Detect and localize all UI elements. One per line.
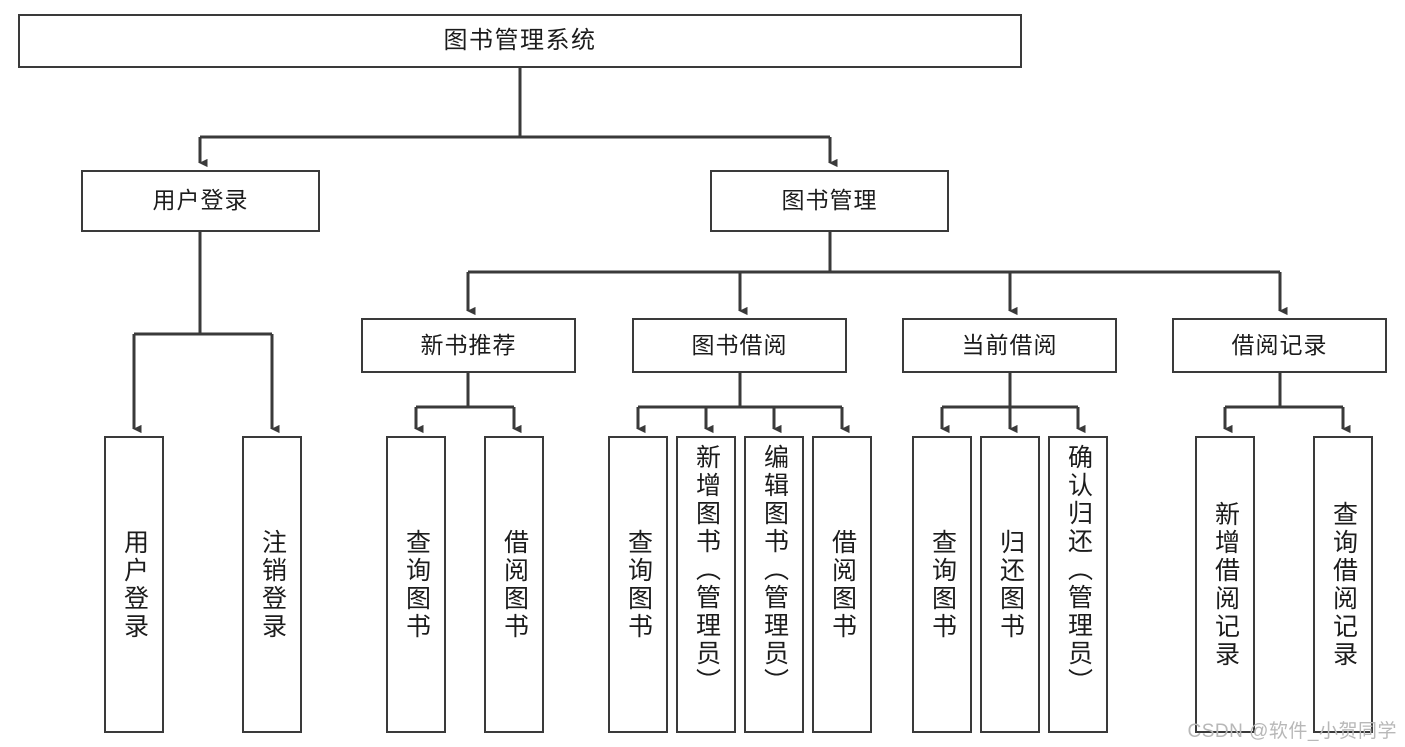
node-label: 注销登录 — [258, 528, 287, 641]
leaf-edit-book-admin[interactable]: 编辑图书（管理员） — [744, 436, 804, 733]
node-label: 当前借阅 — [961, 331, 1058, 358]
node-label: 用户登录 — [120, 528, 149, 641]
csdn-watermark: CSDN @软件_小贺同学 — [1187, 721, 1397, 742]
node-borrowing-records[interactable]: 借阅记录 — [1172, 318, 1387, 373]
node-label: 新增图书（管理员） — [692, 444, 721, 696]
leaf-add-book-admin[interactable]: 新增图书（管理员） — [676, 436, 736, 733]
node-label: 查询图书 — [928, 528, 957, 641]
leaf-borrow-books-borrowing[interactable]: 借阅图书 — [812, 436, 872, 733]
leaf-query-borrowing-record[interactable]: 查询借阅记录 — [1313, 436, 1373, 733]
node-label: 归还图书 — [996, 528, 1025, 641]
node-label: 图书借阅 — [691, 331, 788, 358]
leaf-query-books-borrowing[interactable]: 查询图书 — [608, 436, 668, 733]
node-label: 新书推荐 — [420, 331, 517, 358]
node-label: 图书管理系统 — [443, 26, 597, 54]
leaf-add-borrowing-record[interactable]: 新增借阅记录 — [1195, 436, 1255, 733]
node-label: 确认归还（管理员） — [1064, 444, 1093, 696]
node-new-book-recommendation[interactable]: 新书推荐 — [361, 318, 576, 373]
node-user-login[interactable]: 用户登录 — [81, 170, 320, 232]
leaf-return-books[interactable]: 归还图书 — [980, 436, 1040, 733]
node-book-management[interactable]: 图书管理 — [710, 170, 949, 232]
node-label: 编辑图书（管理员） — [760, 444, 789, 696]
node-label: 借阅图书 — [828, 528, 857, 641]
node-label: 用户登录 — [152, 187, 249, 214]
node-label: 查询图书 — [624, 528, 653, 641]
node-book-borrowing[interactable]: 图书借阅 — [632, 318, 847, 373]
node-label: 借阅记录 — [1231, 331, 1328, 358]
node-current-borrowing[interactable]: 当前借阅 — [902, 318, 1117, 373]
leaf-user-login[interactable]: 用户登录 — [104, 436, 164, 733]
leaf-borrow-books-new-book[interactable]: 借阅图书 — [484, 436, 544, 733]
leaf-confirm-return-admin[interactable]: 确认归还（管理员） — [1048, 436, 1108, 733]
node-label: 查询借阅记录 — [1329, 500, 1358, 669]
node-label: 新增借阅记录 — [1211, 500, 1240, 669]
leaf-logout[interactable]: 注销登录 — [242, 436, 302, 733]
node-label: 图书管理 — [781, 187, 878, 214]
node-label: 借阅图书 — [500, 528, 529, 641]
node-label: 查询图书 — [402, 528, 431, 641]
node-root-book-management-system[interactable]: 图书管理系统 — [18, 14, 1022, 68]
leaf-query-books-current[interactable]: 查询图书 — [912, 436, 972, 733]
leaf-query-books-new-book[interactable]: 查询图书 — [386, 436, 446, 733]
